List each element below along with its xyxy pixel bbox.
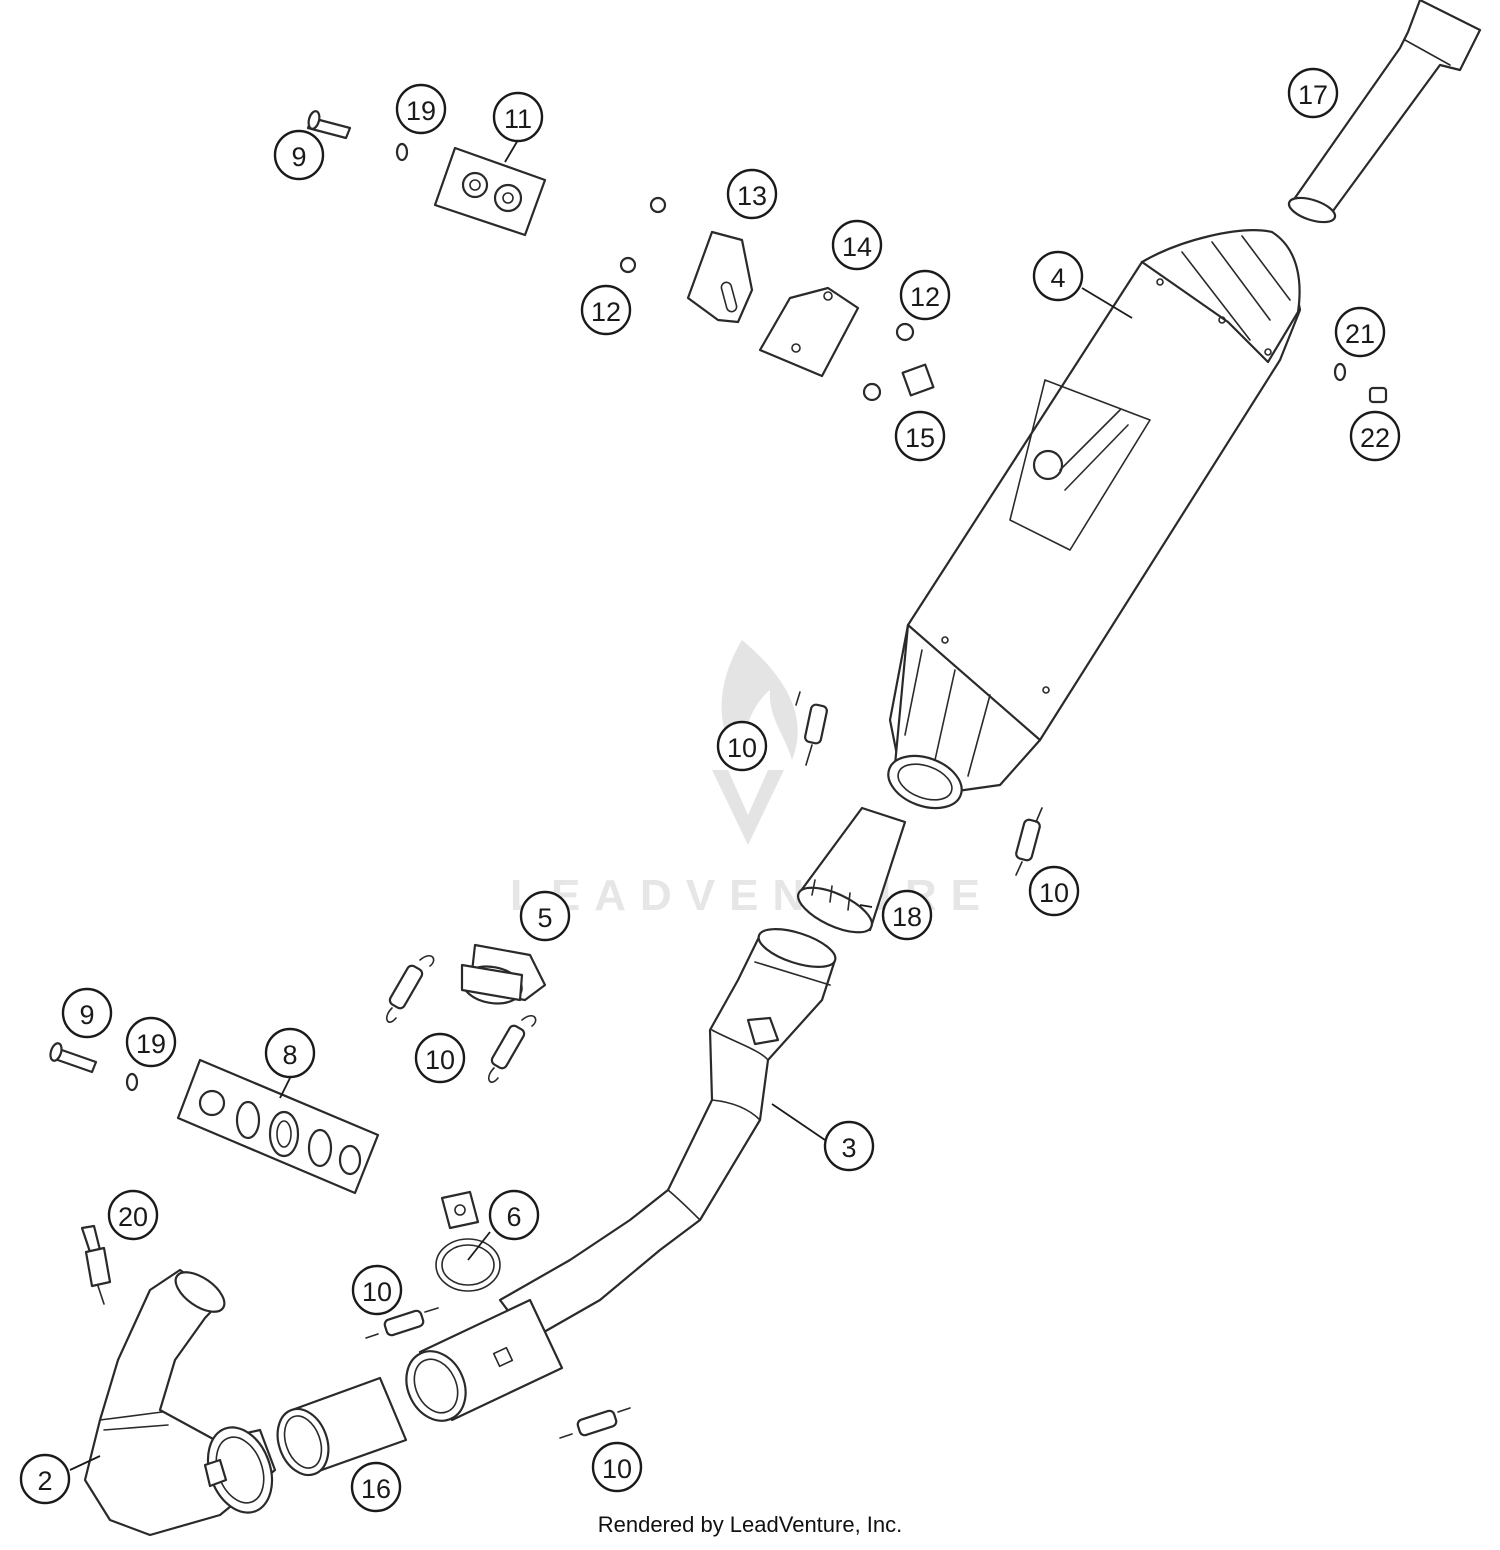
callout-label: 20 (118, 1202, 148, 1232)
spring-10-e (559, 1407, 631, 1439)
callout-4: 4 (1032, 250, 1084, 302)
bracket-13 (686, 230, 754, 324)
callout-label: 10 (1039, 878, 1069, 908)
callout-label: 9 (291, 142, 306, 172)
callout-16: 16 (350, 1461, 402, 1513)
cone-insert-18 (797, 806, 907, 934)
manifold-2 (83, 1268, 277, 1537)
pipe-sleeve-16 (276, 1376, 408, 1477)
callout-label: 10 (362, 1277, 392, 1307)
callout-21: 21 (1334, 306, 1386, 358)
callout-label: 22 (1360, 423, 1390, 453)
callout-label: 13 (737, 181, 767, 211)
spring-10-b (1015, 807, 1043, 876)
callout-8: 8 (264, 1027, 316, 1079)
callout-label: 10 (727, 733, 757, 763)
lambda-sensor-20 (80, 1224, 112, 1305)
callout-label: 6 (506, 1202, 521, 1232)
callout-6: 6 (488, 1189, 540, 1241)
screw-9-bottom (49, 1042, 98, 1074)
small-fasteners (125, 142, 1388, 1092)
middle-pipe-3 (498, 928, 837, 1342)
callout-14: 14 (831, 219, 883, 271)
callout-2: 2 (19, 1453, 71, 1505)
callout-label: 11 (504, 104, 532, 134)
callout-17: 17 (1287, 67, 1339, 119)
callout-10: 10 (1028, 865, 1080, 917)
callout-label: 5 (537, 903, 552, 933)
callout-label: 4 (1050, 263, 1065, 293)
callout-9: 9 (273, 129, 325, 181)
callout-10: 10 (716, 720, 768, 772)
flange-5 (460, 943, 547, 1005)
callout-15: 15 (894, 410, 946, 462)
spring-10-c (385, 955, 537, 1083)
render-credit: Rendered by LeadVenture, Inc. (597, 1512, 903, 1537)
callout-12: 12 (580, 284, 632, 336)
callout-label: 15 (905, 423, 935, 453)
screw-9-top (306, 110, 352, 140)
callout-20: 20 (107, 1189, 159, 1241)
callout-label: 10 (425, 1045, 455, 1075)
callout-label: 17 (1298, 80, 1328, 110)
callout-19: 19 (395, 83, 447, 135)
callout-10: 10 (414, 1032, 466, 1084)
callout-label: 16 (361, 1474, 391, 1504)
callout-3: 3 (823, 1120, 875, 1172)
callout-label: 12 (591, 297, 621, 327)
silencer-insert (1287, 0, 1482, 224)
callout-label: 18 (892, 902, 922, 932)
callout-label: 19 (136, 1029, 166, 1059)
connecting-pipe (405, 1298, 564, 1422)
spring-10-d (365, 1307, 439, 1339)
clamp-6 (435, 1190, 501, 1292)
callout-18: 18 (881, 889, 933, 941)
damper-kit-8 (176, 1058, 380, 1195)
callout-label: 12 (910, 282, 940, 312)
damper-kit-11 (433, 146, 547, 237)
spring-10-a (795, 691, 828, 766)
callout-label: 3 (841, 1133, 856, 1163)
callout-12: 12 (899, 269, 951, 321)
callout-13: 13 (726, 168, 778, 220)
leader-lines (69, 139, 1133, 1471)
muffler (887, 229, 1302, 810)
callout-19: 19 (125, 1016, 177, 1068)
callout-11: 11 (492, 91, 544, 143)
callout-label: 14 (842, 232, 872, 262)
callout-label: 21 (1345, 319, 1375, 349)
callout-label: 8 (282, 1040, 297, 1070)
callout-5: 5 (519, 890, 571, 942)
callout-label: 2 (37, 1466, 52, 1496)
callout-9: 9 (61, 987, 113, 1039)
bracket-14 (758, 286, 860, 378)
callout-label: 10 (602, 1454, 632, 1484)
callout-label: 19 (406, 96, 436, 126)
callout-10: 10 (591, 1441, 643, 1493)
callout-22: 22 (1349, 410, 1401, 462)
callout-10: 10 (351, 1264, 403, 1316)
callout-label: 9 (79, 1000, 94, 1030)
